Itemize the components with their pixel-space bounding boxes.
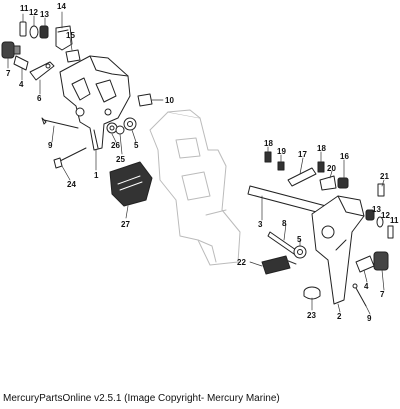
leader-lines — [7, 11, 385, 315]
callout-1: 1 — [94, 171, 99, 180]
callout-25: 25 — [116, 155, 125, 164]
part-2-clamp-bracket — [311, 195, 365, 305]
callout-8: 8 — [282, 219, 287, 228]
part-14-clip — [55, 25, 73, 51]
part-11-screw-right — [387, 225, 394, 239]
callout-20: 20 — [327, 164, 336, 173]
part-7-knob-right — [373, 251, 389, 271]
part-20-bracket — [319, 175, 337, 191]
part-18-screw-a — [264, 151, 272, 163]
part-26-washer — [106, 122, 118, 134]
part-11-screw — [19, 21, 27, 37]
callout-5: 5 — [297, 235, 302, 244]
callout-11: 11 — [20, 4, 29, 13]
callout-16: 16 — [340, 152, 349, 161]
part-3-rod — [247, 185, 327, 215]
callout-3: 3 — [258, 220, 263, 229]
callout-26: 26 — [111, 141, 120, 150]
callout-15: 15 — [66, 31, 75, 40]
part-callouts: 11 12 13 14 15 7 4 6 10 9 26 5 25 1 24 2… — [6, 2, 399, 323]
part-5-washer-right — [293, 245, 307, 259]
callout-9: 9 — [48, 141, 53, 150]
part-6-lever — [29, 61, 55, 81]
part-19-screw — [277, 161, 285, 171]
callout-10: 10 — [165, 96, 174, 105]
part-13-nut — [39, 25, 49, 39]
part-16-nut — [337, 177, 349, 189]
callout-12: 12 — [29, 8, 38, 17]
callout-17: 17 — [298, 150, 307, 159]
callout-23: 23 — [307, 311, 316, 320]
callout-7: 7 — [380, 290, 385, 299]
part-4-bolt — [13, 55, 29, 71]
callout-5: 5 — [134, 141, 139, 150]
callout-27: 27 — [121, 220, 130, 229]
part-22-tab — [261, 255, 297, 275]
part-18-screw-b — [317, 161, 325, 173]
callout-19: 19 — [277, 147, 286, 156]
callout-14: 14 — [57, 2, 66, 11]
callout-13: 13 — [372, 205, 381, 214]
callout-12: 12 — [381, 211, 390, 220]
engine-bracket-background — [149, 109, 241, 266]
part-7-knob — [1, 41, 21, 59]
callout-2: 2 — [337, 312, 342, 321]
part-23-cap — [303, 286, 321, 300]
callout-4: 4 — [19, 80, 24, 89]
part-9-bolt-right — [352, 283, 367, 307]
part-12-washer-right — [376, 216, 384, 228]
callout-22: 22 — [237, 258, 246, 267]
part-9-bolt — [41, 117, 79, 129]
part-1-swivel-bracket — [59, 55, 131, 151]
callout-18: 18 — [317, 144, 326, 153]
callout-7: 7 — [6, 69, 11, 78]
callout-4: 4 — [364, 282, 369, 291]
part-15-spacer — [65, 49, 81, 63]
part-4-bolt-right — [355, 255, 375, 273]
part-21-pin — [377, 183, 385, 197]
callout-6: 6 — [37, 94, 42, 103]
part-17-link — [287, 167, 317, 187]
callout-11: 11 — [390, 216, 399, 225]
callout-24: 24 — [67, 180, 76, 189]
part-25-washer — [115, 125, 125, 135]
callout-9: 9 — [367, 314, 372, 323]
callout-13: 13 — [40, 10, 49, 19]
part-10-bushing — [137, 93, 153, 107]
part-12-washer — [29, 25, 39, 39]
part-24-long-bolt — [53, 147, 87, 169]
part-27-grip-block — [109, 161, 153, 207]
part-5-washer — [123, 117, 137, 131]
copyright-footer: MercuryPartsOnline v2.5.1 (Image Copyrig… — [3, 393, 280, 404]
callout-18: 18 — [264, 139, 273, 148]
part-13-nut-right — [365, 209, 375, 221]
callout-21: 21 — [380, 172, 389, 181]
part-8-pin — [267, 231, 297, 255]
